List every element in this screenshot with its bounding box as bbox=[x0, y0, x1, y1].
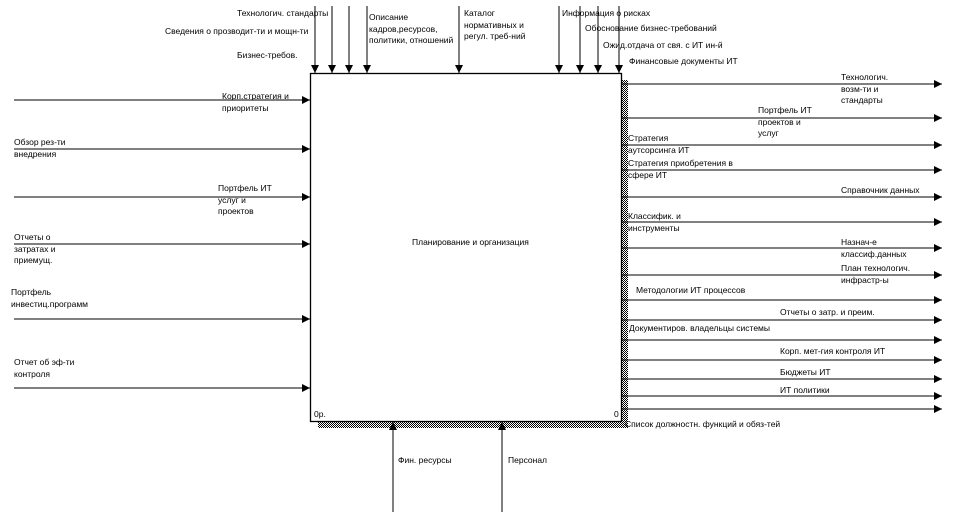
box-shadow-bottom bbox=[318, 421, 628, 428]
output-label-6: Классифик. и инструменты bbox=[628, 211, 681, 233]
output-label-15: Список должностн. функций и обяз-тей bbox=[625, 419, 781, 429]
control-label-9: Финансовые документы ИТ bbox=[629, 56, 738, 66]
control-label-6: Информация о рисках bbox=[562, 8, 651, 18]
output-label-4: Стратегия приобретения в сфере ИТ bbox=[628, 158, 733, 180]
activity-box[interactable] bbox=[309, 72, 623, 423]
input-label-4: Отчеты о затратах и приемущ. bbox=[14, 232, 56, 265]
output-label-10: Отчеты о затр. и преим. bbox=[780, 307, 875, 317]
output-label-7: Назнач-е классиф.данных bbox=[841, 237, 907, 259]
box-shadow-right bbox=[622, 80, 628, 428]
output-label-13: Бюджеты ИТ bbox=[780, 367, 831, 377]
node-id-label: 0р. bbox=[314, 409, 326, 419]
input-label-6: Отчет об эф-ти контроля bbox=[14, 357, 75, 379]
mechanism-label-2: Персонал bbox=[508, 455, 548, 465]
input-label-1: Корп.стратегия и приоритеты bbox=[222, 91, 289, 113]
input-label-2: Обзор рез-ти внедрения bbox=[14, 137, 66, 159]
output-label-1: Технологич. возм-ти и стандарты bbox=[841, 72, 889, 105]
output-label-9: Методологии ИТ процессов bbox=[636, 285, 746, 295]
output-label-14: ИТ политики bbox=[780, 385, 830, 395]
mechanism-label-1: Фин. ресурсы bbox=[398, 455, 452, 465]
control-label-5: Каталог нормативных и регул. треб-ний bbox=[464, 8, 526, 41]
output-label-11: Документиров. владельцы системы bbox=[629, 323, 771, 333]
output-label-3: Стратегия аутсорсинга ИТ bbox=[628, 133, 690, 155]
control-label-8: Ожид.отдача от свя. с ИТ ин-й bbox=[603, 40, 723, 50]
output-label-12: Корп. мет-гия контроля ИТ bbox=[780, 346, 886, 356]
output-label-2: Портфель ИТ проектов и услуг bbox=[758, 105, 812, 138]
control-label-4: Описание кадров,ресурсов, политики, отно… bbox=[369, 12, 454, 45]
control-label-7: Обоснование бизнес-требований bbox=[585, 23, 717, 33]
activity-box-title: Планирование и организация bbox=[412, 237, 529, 247]
control-label-1: Технологич. стандарты bbox=[237, 8, 329, 18]
node-number-label: 0 bbox=[614, 409, 619, 419]
output-label-5: Справочник данных bbox=[841, 185, 920, 195]
control-label-2: Сведения о прозводит-ти и мощн-ти bbox=[165, 26, 309, 36]
output-label-8: План технологич. инфрастр-ы bbox=[841, 263, 911, 285]
input-label-3: Портфель ИТ услуг и проектов bbox=[218, 183, 272, 216]
input-label-5: Портфель инвестиц.программ bbox=[11, 287, 89, 309]
control-label-3: Бизнес-требов. bbox=[237, 50, 298, 60]
